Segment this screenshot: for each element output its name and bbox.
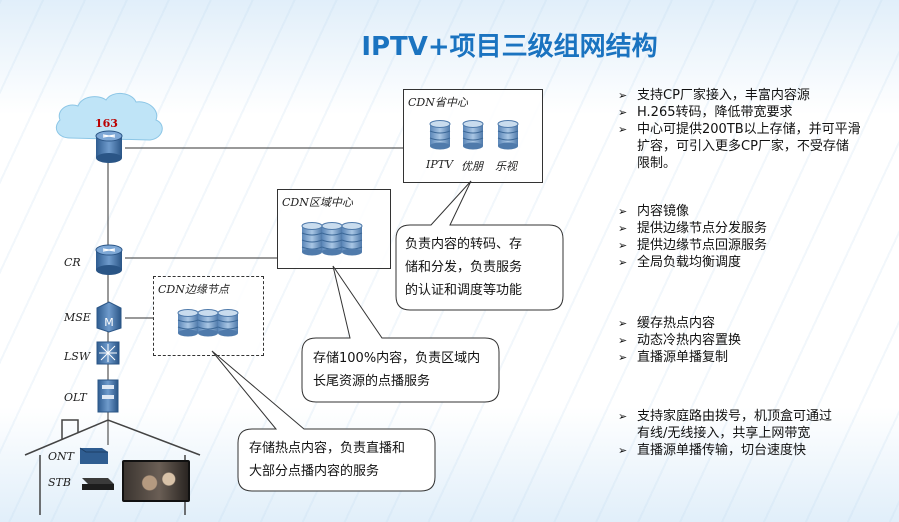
tv-screen-image bbox=[122, 460, 190, 502]
lsw-switch-icon bbox=[96, 341, 120, 365]
cdn-region-title: CDN区域中心 bbox=[282, 196, 353, 209]
cdn-edge-box: CDN边缘节点 bbox=[153, 276, 264, 356]
cloud-label: 163 bbox=[95, 117, 118, 130]
bullet-item: 动态冷热内容置换 bbox=[618, 332, 741, 349]
bullet-continuation: 有线/无线接入，共享上网带宽 bbox=[637, 426, 811, 441]
region-storage-icon bbox=[301, 222, 363, 256]
cdn-region-box: CDN区域中心 bbox=[277, 189, 391, 269]
olt-label: OLT bbox=[64, 391, 87, 404]
edge-callout-line: 存储热点内容，负责直播和 bbox=[249, 441, 406, 456]
bullet-item: 中心可提供200TB以上存储，并可平滑 bbox=[618, 121, 861, 138]
bullet-continuation: 扩容，可引入更多CP厂家，不受存储 bbox=[637, 139, 849, 154]
province-callout-text: 负责内容的转码、存 储和分发，负责服务 的认证和调度等功能 bbox=[405, 233, 522, 302]
svg-text:M: M bbox=[104, 316, 114, 329]
lsw-label: LSW bbox=[64, 350, 91, 363]
storage-label-iptv: IPTV bbox=[426, 158, 454, 171]
mse-label: MSE bbox=[64, 311, 91, 324]
cdn-province-box: CDN省中心 IPTV 优朋 乐视 bbox=[403, 89, 543, 183]
bullet-continuation: 限制。 bbox=[637, 156, 677, 171]
bullet-item: H.265转码，降低带宽要求 bbox=[618, 104, 861, 121]
edge-callout-line: 大部分点播内容的服务 bbox=[249, 464, 380, 479]
bullet-item: 直播源单播传输，切台速度快 bbox=[618, 442, 832, 459]
bullet-group-province: 支持CP厂家接入，丰富内容源 H.265转码，降低带宽要求 中心可提供200TB… bbox=[618, 87, 861, 172]
storage-iptv-icon bbox=[429, 120, 451, 150]
cdn-edge-title: CDN边缘节点 bbox=[158, 283, 229, 296]
ont-device-icon bbox=[79, 447, 108, 464]
storage-youpeng-icon bbox=[462, 120, 484, 150]
bullet-group-edge: 缓存热点内容 动态冷热内容置换 直播源单播复制 bbox=[618, 315, 741, 366]
cdn-province-title: CDN省中心 bbox=[408, 96, 468, 109]
mse-device-icon: M bbox=[96, 301, 122, 333]
province-callout-line: 储和分发，负责服务 bbox=[405, 260, 523, 275]
storage-label-letv: 乐视 bbox=[495, 160, 517, 173]
bullet-group-home: 支持家庭路由拨号，机顶盒可通过 有线/无线接入，共享上网带宽 直播源单播传输，切… bbox=[618, 408, 832, 459]
bullet-item: 内容镜像 bbox=[618, 203, 767, 220]
internet-cloud-icon bbox=[55, 93, 163, 141]
region-callout-text: 存储100%内容，负责区域内 长尾资源的点播服务 bbox=[313, 347, 480, 393]
province-callout-line: 的认证和调度等功能 bbox=[405, 283, 523, 298]
bullet-item: 全局负载均衡调度 bbox=[618, 254, 767, 271]
storage-label-youpeng: 优朋 bbox=[461, 160, 483, 173]
province-callout-line: 负责内容的转码、存 bbox=[405, 237, 523, 252]
bullet-item: 提供边缘节点回源服务 bbox=[618, 237, 767, 254]
region-callout-line: 存储100%内容，负责区域内 bbox=[313, 351, 481, 366]
province-storage-icons bbox=[429, 120, 519, 150]
cr-router-icon bbox=[95, 244, 123, 275]
edge-callout-text: 存储热点内容，负责直播和 大部分点播内容的服务 bbox=[249, 437, 405, 483]
bullet-item: 直播源单播复制 bbox=[618, 349, 741, 366]
cr-label: CR bbox=[64, 256, 81, 269]
edge-storage-icon bbox=[177, 309, 239, 337]
page-title: IPTV+项目三级组网结构 bbox=[361, 32, 658, 62]
bullet-item: 提供边缘节点分发服务 bbox=[618, 220, 767, 237]
ont-label: ONT bbox=[48, 450, 74, 463]
bullet-item: 缓存热点内容 bbox=[618, 315, 741, 332]
bullet-item: 支持CP厂家接入，丰富内容源 bbox=[618, 87, 861, 104]
stb-device-icon bbox=[82, 478, 114, 490]
bullet-group-region: 内容镜像 提供边缘节点分发服务 提供边缘节点回源服务 全局负载均衡调度 bbox=[618, 203, 767, 271]
storage-letv-icon bbox=[497, 120, 519, 150]
olt-device-icon bbox=[97, 379, 119, 413]
region-callout-line: 长尾资源的点播服务 bbox=[313, 374, 431, 389]
bullet-item: 支持家庭路由拨号，机顶盒可通过 bbox=[618, 408, 832, 425]
stb-label: STB bbox=[48, 476, 71, 489]
core-router-icon bbox=[95, 130, 123, 163]
